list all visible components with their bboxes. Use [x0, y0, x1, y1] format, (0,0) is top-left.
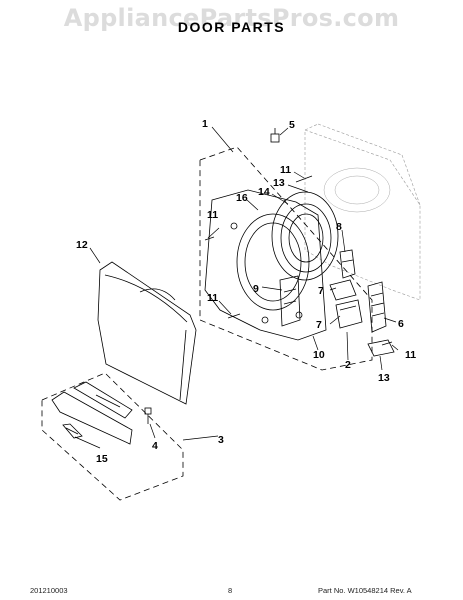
watermark: AppliancePartsPros.com — [63, 4, 400, 32]
screw-5 — [270, 128, 280, 143]
footer-doc-code: 201210003 — [30, 586, 68, 595]
callout-16: 16 — [236, 192, 248, 204]
callout-14: 14 — [258, 186, 270, 198]
hinge-brackets — [329, 279, 363, 329]
door-glass — [271, 191, 339, 281]
outer-door-panel — [97, 261, 197, 405]
callout-3: 3 — [218, 434, 224, 446]
callout-10: 10 — [313, 349, 325, 361]
callout-1: 1 — [202, 118, 208, 130]
callout-11d: 11 — [405, 349, 416, 361]
leader-lines — [74, 126, 399, 449]
screw-11a — [204, 236, 215, 241]
callout-5: 5 — [289, 119, 295, 131]
page-title: DOOR PARTS — [177, 19, 286, 35]
screw-11c — [295, 175, 313, 183]
callout-15: 15 — [96, 453, 108, 465]
callout-8: 8 — [336, 221, 342, 233]
strike-13 — [367, 339, 395, 357]
footer-page-number: 8 — [228, 586, 233, 595]
callout-13a: 13 — [273, 177, 285, 189]
door-assembly-box — [199, 146, 373, 371]
hinge-plate — [279, 275, 301, 327]
hinge-block-6 — [367, 281, 387, 333]
callout-7b: 7 — [316, 319, 322, 331]
handle-screw — [144, 407, 152, 424]
cabinet-rings — [323, 167, 391, 213]
handle-assembly-box — [41, 372, 184, 501]
callout-9: 9 — [253, 283, 259, 295]
callout-11a: 11 — [207, 209, 218, 221]
footer-part-number: Part No. W10548214 Rev. A — [318, 586, 412, 595]
cabinet-outline — [304, 123, 421, 301]
callout-11b: 11 — [207, 292, 218, 304]
hinge-8 — [339, 249, 356, 279]
handle-trim — [51, 381, 133, 445]
handle-insert — [62, 423, 83, 439]
callout-2: 2 — [345, 359, 351, 371]
callout-6: 6 — [398, 318, 404, 330]
screw-11d — [381, 341, 393, 346]
callout-11c: 11 — [280, 164, 291, 176]
callout-12: 12 — [76, 239, 88, 251]
screw-11b — [227, 313, 241, 319]
callout-13b: 13 — [378, 372, 390, 384]
callout-4: 4 — [152, 440, 158, 452]
door-frame — [204, 189, 327, 341]
callout-7a: 7 — [318, 285, 324, 297]
